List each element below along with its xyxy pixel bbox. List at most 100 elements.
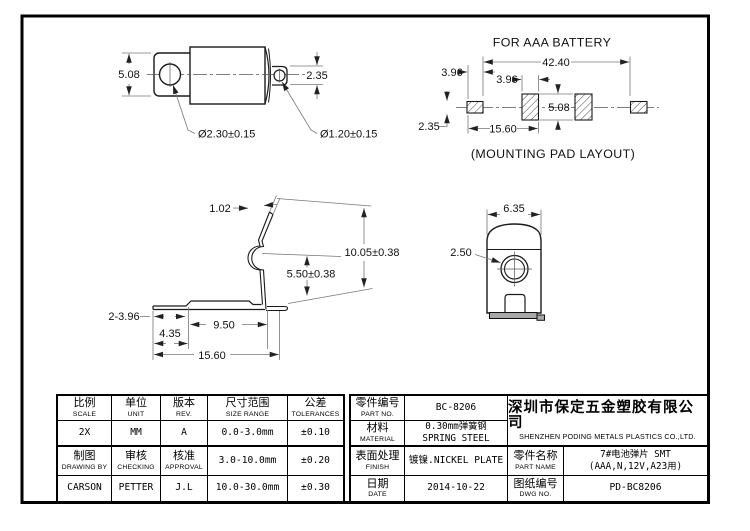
rev-value: A	[161, 421, 208, 447]
part-no-value: BC-8206	[405, 396, 508, 421]
company-block: 深圳市保定五金塑胶有限公司 SHENZHEN PODING METALS PLA…	[508, 396, 707, 447]
dim-hole-diameter: Ø2.30±0.15	[198, 129, 255, 141]
dim-base-length: 15.60	[198, 350, 226, 362]
company-name-cn: 深圳市保定五金塑胶有限公司	[508, 399, 694, 431]
date-label-en: DATE	[368, 491, 387, 499]
front-view-cutout	[504, 293, 526, 313]
front-view-dimension-lines	[474, 209, 542, 263]
pad-layout-view: FOR AAA BATTERY	[418, 36, 659, 161]
solder-pad-nub	[536, 314, 545, 321]
pad-layout-title: FOR AAA BATTERY	[493, 36, 611, 50]
unit-label-cn: 单位	[125, 397, 147, 410]
drawing-by-label-en: DRAWING BY	[61, 463, 108, 471]
approval-header: 核准 APPROVAL	[161, 447, 208, 476]
label-mask	[283, 267, 339, 280]
finish-label-cn: 表面处理	[355, 450, 400, 463]
material-value: 0.30mm弹簧钢 SPRING STEEL	[405, 421, 508, 447]
dim-arm-offset: 9.50	[213, 320, 234, 332]
dim-bump-height: 5.50±0.38	[287, 269, 336, 281]
date-value: 2014-10-22	[405, 476, 508, 501]
pad-main-right	[574, 93, 593, 121]
material-label-en: MATERIAL	[359, 435, 396, 443]
dim-tab-widths: 2-3.96	[108, 311, 139, 323]
finish-header: 表面处理 FINISH	[351, 447, 405, 476]
dim-small-hole-diameter: Ø1.20±0.15	[320, 129, 377, 141]
scale-header: 比例 SCALE	[58, 396, 112, 421]
dim-pad2-width: 3.96	[496, 74, 517, 86]
side-view-cap-inner	[268, 48, 271, 103]
pad-layout-caption: (MOUNTING PAD LAYOUT)	[471, 147, 635, 161]
scale-label-en: SCALE	[72, 410, 97, 418]
dim-end-pad-height: 2.35	[418, 121, 439, 133]
tolerances-header: 公差 TOLERANCES	[288, 396, 343, 421]
scale-value: 2X	[58, 421, 112, 447]
side-view-dimension-lines	[122, 52, 323, 134]
material-label-cn: 材料	[366, 422, 389, 435]
finish-value: 镀镍.NICKEL PLATE	[405, 447, 508, 476]
tolerance-row-3: ±0.30	[301, 482, 330, 494]
side-view-body	[189, 46, 266, 105]
tolerances-label-en: TOLERANCES	[291, 410, 340, 418]
checking-label-en: CHECKING	[117, 463, 155, 471]
size-range-row-2: 3.0-10.0mm	[208, 447, 288, 476]
part-name-label-cn: 零件名称	[513, 450, 558, 463]
finish-label-en: FINISH	[365, 463, 390, 471]
approval-label-en: APPROVAL	[165, 463, 203, 471]
dim-pad1-width: 3.96	[441, 67, 462, 79]
dim-tip-width: 1.02	[209, 203, 230, 215]
unit-label-en: UNIT	[127, 410, 145, 418]
dim-pad-height: 5.08	[548, 102, 569, 114]
part-name-line2: (AAA,N,12V,A23用)	[588, 461, 683, 472]
dwg-no-label-cn: 图纸编号	[513, 477, 558, 490]
rev-label-cn: 版本	[173, 397, 195, 410]
title-block-left: 比例 SCALE 单位 UNIT 版本 REV. 尺寸范围 SIZE RANGE…	[56, 394, 345, 503]
dwg-no-label-en: DWG NO.	[519, 491, 552, 499]
size-range-header: 尺寸范围 SIZE RANGE	[208, 396, 288, 421]
dim-total-height: 10.05±0.38	[345, 247, 400, 259]
part-no-label-cn: 零件编号	[355, 397, 400, 410]
pad-end-right	[629, 100, 648, 114]
drawing-by-header: 制图 DRAWING BY	[58, 447, 112, 476]
profile-view: 1.02 10.05±0.38 5.50±0.38 2-3.96 4.35 9.…	[108, 195, 403, 362]
part-name-label-en: PART NAME	[515, 463, 556, 471]
part-name-line1: 7#电池弹片 SMT	[600, 449, 671, 461]
size-range-label-cn: 尺寸范围	[225, 397, 270, 410]
tolerances-label-cn: 公差	[304, 397, 327, 410]
dwg-no-value: PD-BC8206	[609, 482, 662, 494]
side-view: 5.08 2.35 Ø2.30±0.15 Ø1.20±0.15	[118, 46, 377, 141]
dim-step: 4.35	[159, 328, 180, 340]
drawing-by-value: CARSON	[58, 476, 112, 501]
size-range-label-en: SIZE RANGE	[225, 410, 270, 418]
checking-value: PETTER	[112, 476, 161, 501]
label-mask	[342, 245, 403, 258]
front-view: 6.35 2.50	[450, 203, 545, 321]
tolerance-row-1: ±0.10	[288, 421, 343, 447]
checking-header: 审核 CHECKING	[112, 447, 161, 476]
side-view-cap-outer	[264, 46, 270, 105]
pad-layout-dimension-lines	[439, 56, 631, 134]
dim-side-tab-height: 2.35	[306, 70, 327, 82]
pad-main-left	[521, 93, 540, 121]
material-value-line1: 0.30mm弹簧钢	[425, 421, 487, 433]
part-name-header: 零件名称 PART NAME	[508, 447, 564, 476]
part-no-label-en: PART NO.	[361, 410, 394, 418]
approval-label-cn: 核准	[173, 450, 195, 463]
company-name-en: SHENZHEN PODING METALS PLASTICS CO.,LTD.	[519, 431, 696, 441]
dim-pad-overall: 42.40	[542, 57, 570, 69]
part-no-header: 零件编号 PART NO.	[351, 396, 405, 421]
dim-pad-pitch: 15.60	[489, 124, 517, 136]
tolerance-row-2: ±0.20	[288, 447, 343, 476]
title-block-right: 零件编号 PART NO. BC-8206 深圳市保定五金塑胶有限公司 SHEN…	[349, 394, 709, 503]
rev-header: 版本 REV.	[161, 396, 208, 421]
date-header: 日期 DATE	[351, 476, 405, 501]
unit-header: 单位 UNIT	[112, 396, 161, 421]
rev-label-en: REV.	[175, 410, 193, 418]
part-name-value: 7#电池弹片 SMT (AAA,N,12V,A23用)	[564, 447, 707, 476]
dim-front-width: 6.35	[503, 203, 524, 215]
dim-side-height: 5.08	[118, 69, 139, 81]
unit-value: MM	[112, 421, 161, 447]
material-header: 材料 MATERIAL	[351, 421, 405, 447]
size-range-row-1: 0.0-3.0mm	[208, 421, 288, 447]
pad-end-left	[466, 100, 484, 114]
